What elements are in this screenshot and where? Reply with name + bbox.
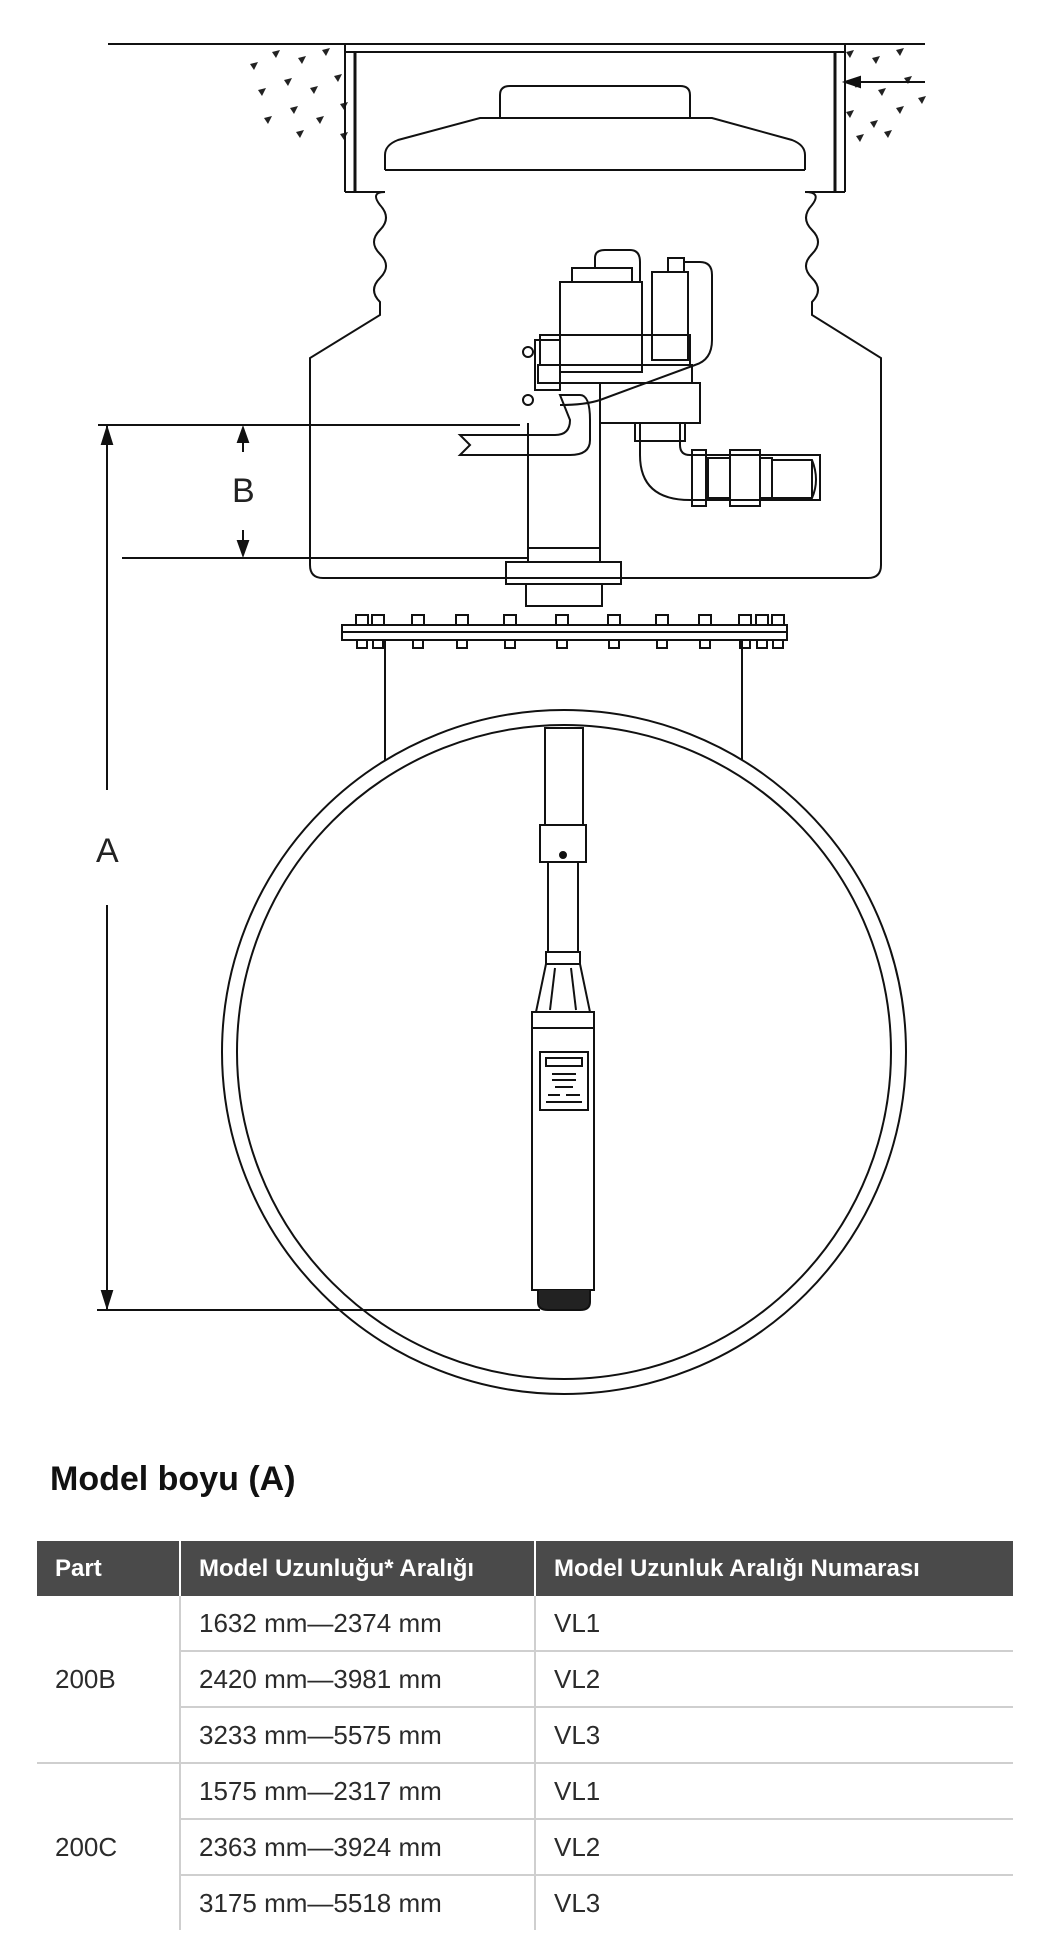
part-cell: 200B [37, 1596, 181, 1764]
flange-nut [372, 639, 384, 649]
bypass-pipe [457, 394, 591, 456]
flange-bolt [655, 614, 669, 626]
ground [108, 43, 926, 142]
part-cell: 200C [37, 1763, 181, 1930]
table-row: 2420 mm—3981 mm VL2 [37, 1651, 1013, 1708]
dimension-a: A [96, 424, 540, 1311]
code-cell: VL1 [535, 1596, 1013, 1652]
header-length-range: Model Uzunluğu* Aralığı [179, 1541, 535, 1596]
column-pipe [505, 423, 622, 607]
table-row: 3175 mm—5518 mm VL3 [37, 1875, 1013, 1930]
flange-bolt [355, 614, 369, 626]
label-a: A [96, 832, 119, 870]
range-cell: 2420 mm—3981 mm [180, 1651, 536, 1708]
code-cell: VL2 [535, 1651, 1013, 1708]
code-cell: VL2 [535, 1819, 1013, 1876]
flange-nut [772, 639, 784, 649]
table-row: 200C 1575 mm—2317 mm VL1 [37, 1763, 1013, 1930]
sump-flange [341, 614, 788, 649]
table-row: 3233 mm—5575 mm VL3 [37, 1707, 1013, 1764]
flange-nut [356, 639, 368, 649]
section-title: Model boyu (A) [50, 1460, 296, 1498]
header-range-number: Model Uzunluk Aralığı Numarası [534, 1541, 1013, 1596]
code-cell: VL3 [554, 1887, 601, 1918]
range-cell: 2363 mm—3924 mm [180, 1819, 536, 1876]
range-cell: 1575 mm—2317 mm [180, 1763, 536, 1820]
dimension-b: B [98, 424, 528, 559]
label-b: B [232, 472, 255, 510]
flange-nut [756, 639, 768, 649]
flange-bolt [371, 614, 385, 626]
tank-body [309, 191, 882, 579]
discharge-pipe [634, 422, 821, 507]
pump-installation-drawing: B [96, 43, 926, 1395]
flange-bolt [738, 614, 752, 626]
tank-lid [384, 85, 806, 171]
riser [384, 640, 743, 760]
flange-bolt [411, 614, 425, 626]
table-row: 200B 1632 mm—2374 mm VL1 [37, 1596, 1013, 1764]
header-part: Part [37, 1541, 180, 1596]
table-row: 2363 mm—3924 mm VL2 [37, 1819, 1013, 1876]
flange-nut [608, 639, 620, 649]
flange-bolt [607, 614, 621, 626]
flange-bolt [755, 614, 769, 626]
model-length-table: Part Model Uzunluğu* Aralığı Model Uzunl… [37, 1541, 1013, 1930]
flange-nut [412, 639, 424, 649]
flange-bolt [555, 614, 569, 626]
table-header-row: Part Model Uzunluğu* Aralığı Model Uzunl… [37, 1541, 1013, 1596]
pump-head [522, 249, 713, 424]
code-cell: VL1 [535, 1763, 1013, 1820]
submersible-pump [531, 727, 595, 1311]
flange-nut [456, 639, 468, 649]
manhole-frame [344, 43, 925, 193]
flange-nut [656, 639, 668, 649]
storage-tank [221, 709, 907, 1395]
flange-bolt [503, 614, 517, 626]
flange-nut [556, 639, 568, 649]
range-cell: 3233 mm—5575 mm [180, 1707, 536, 1764]
flange-bolt [771, 614, 785, 626]
flange-bolt [698, 614, 712, 626]
range-cell: 3175 mm—5518 mm [180, 1875, 536, 1930]
code-cell: VL3 [535, 1707, 1013, 1764]
range-cell: 1632 mm—2374 mm [180, 1596, 536, 1652]
flange-nut [699, 639, 711, 649]
flange-nut [739, 639, 751, 649]
flange-nut [504, 639, 516, 649]
flange-bolt [455, 614, 469, 626]
